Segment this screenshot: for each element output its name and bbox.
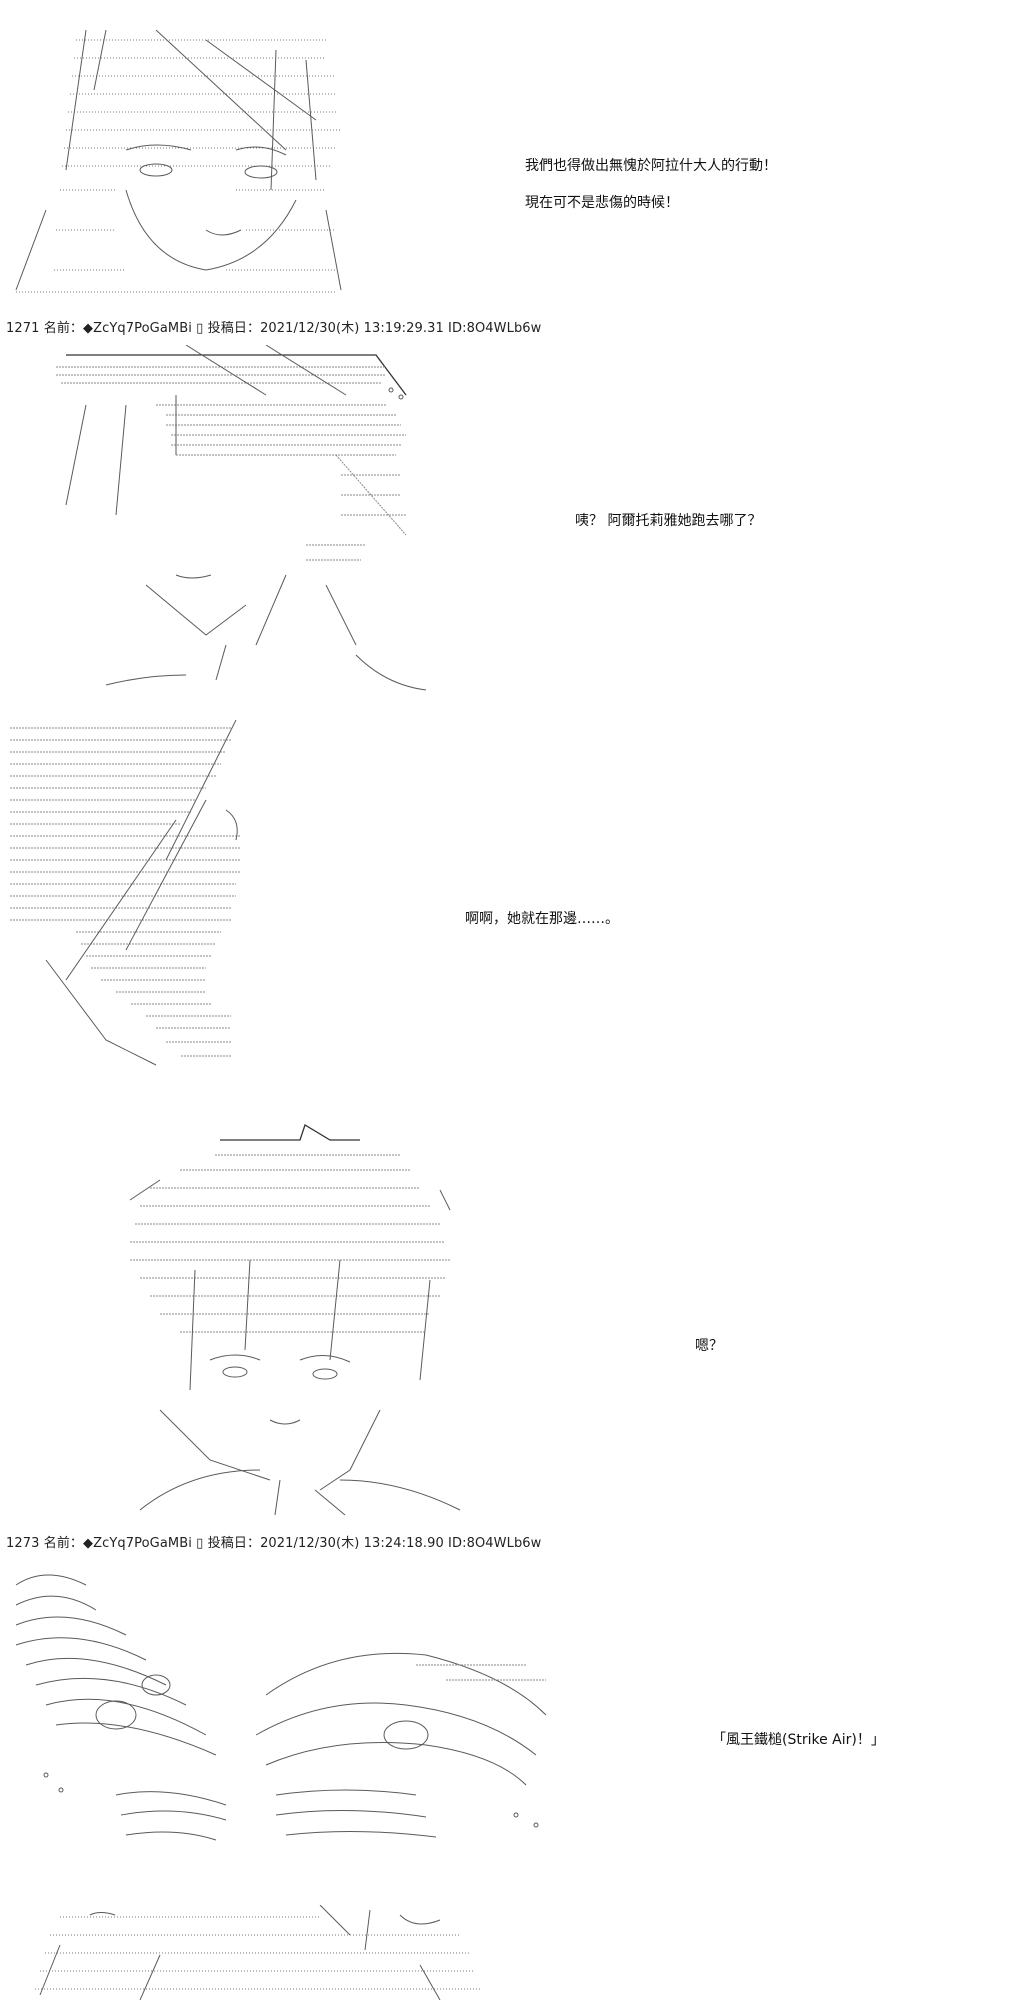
- post-header: 1273 名前：◆ZcYq7PoGaMBi ▯ 投稿日：2021/12/30(木…: [6, 1536, 542, 1551]
- ascii-art-character-hair-closeup: [10, 720, 241, 1066]
- ascii-art-character-partial: [35, 1905, 480, 2000]
- dialogue-panel2: 咦？ 阿爾托莉雅她跑去哪了？: [575, 513, 762, 529]
- dialogue-panel5: 「風王鐵槌(Strike Air)！」: [712, 1732, 885, 1748]
- post-header: 1271 名前：◆ZcYq7PoGaMBi ▯ 投稿日：2021/12/30(木…: [6, 321, 542, 336]
- ascii-art-wind-attack: [15, 1574, 547, 1841]
- ascii-art-character-face: [15, 30, 342, 293]
- dialogue-panel4: 嗯？: [695, 1338, 723, 1354]
- ascii-art-character-hat: [56, 345, 427, 691]
- dialogue-panel3: 啊啊，她就在那邊……。: [465, 911, 619, 927]
- dialogue-panel1-line1: 我們也得做出無愧於阿拉什大人的行動！: [525, 158, 777, 174]
- dialogue-panel1-line2: 現在可不是悲傷的時候！: [525, 195, 679, 211]
- ascii-art-character-spiky-hair: [129, 1124, 461, 1516]
